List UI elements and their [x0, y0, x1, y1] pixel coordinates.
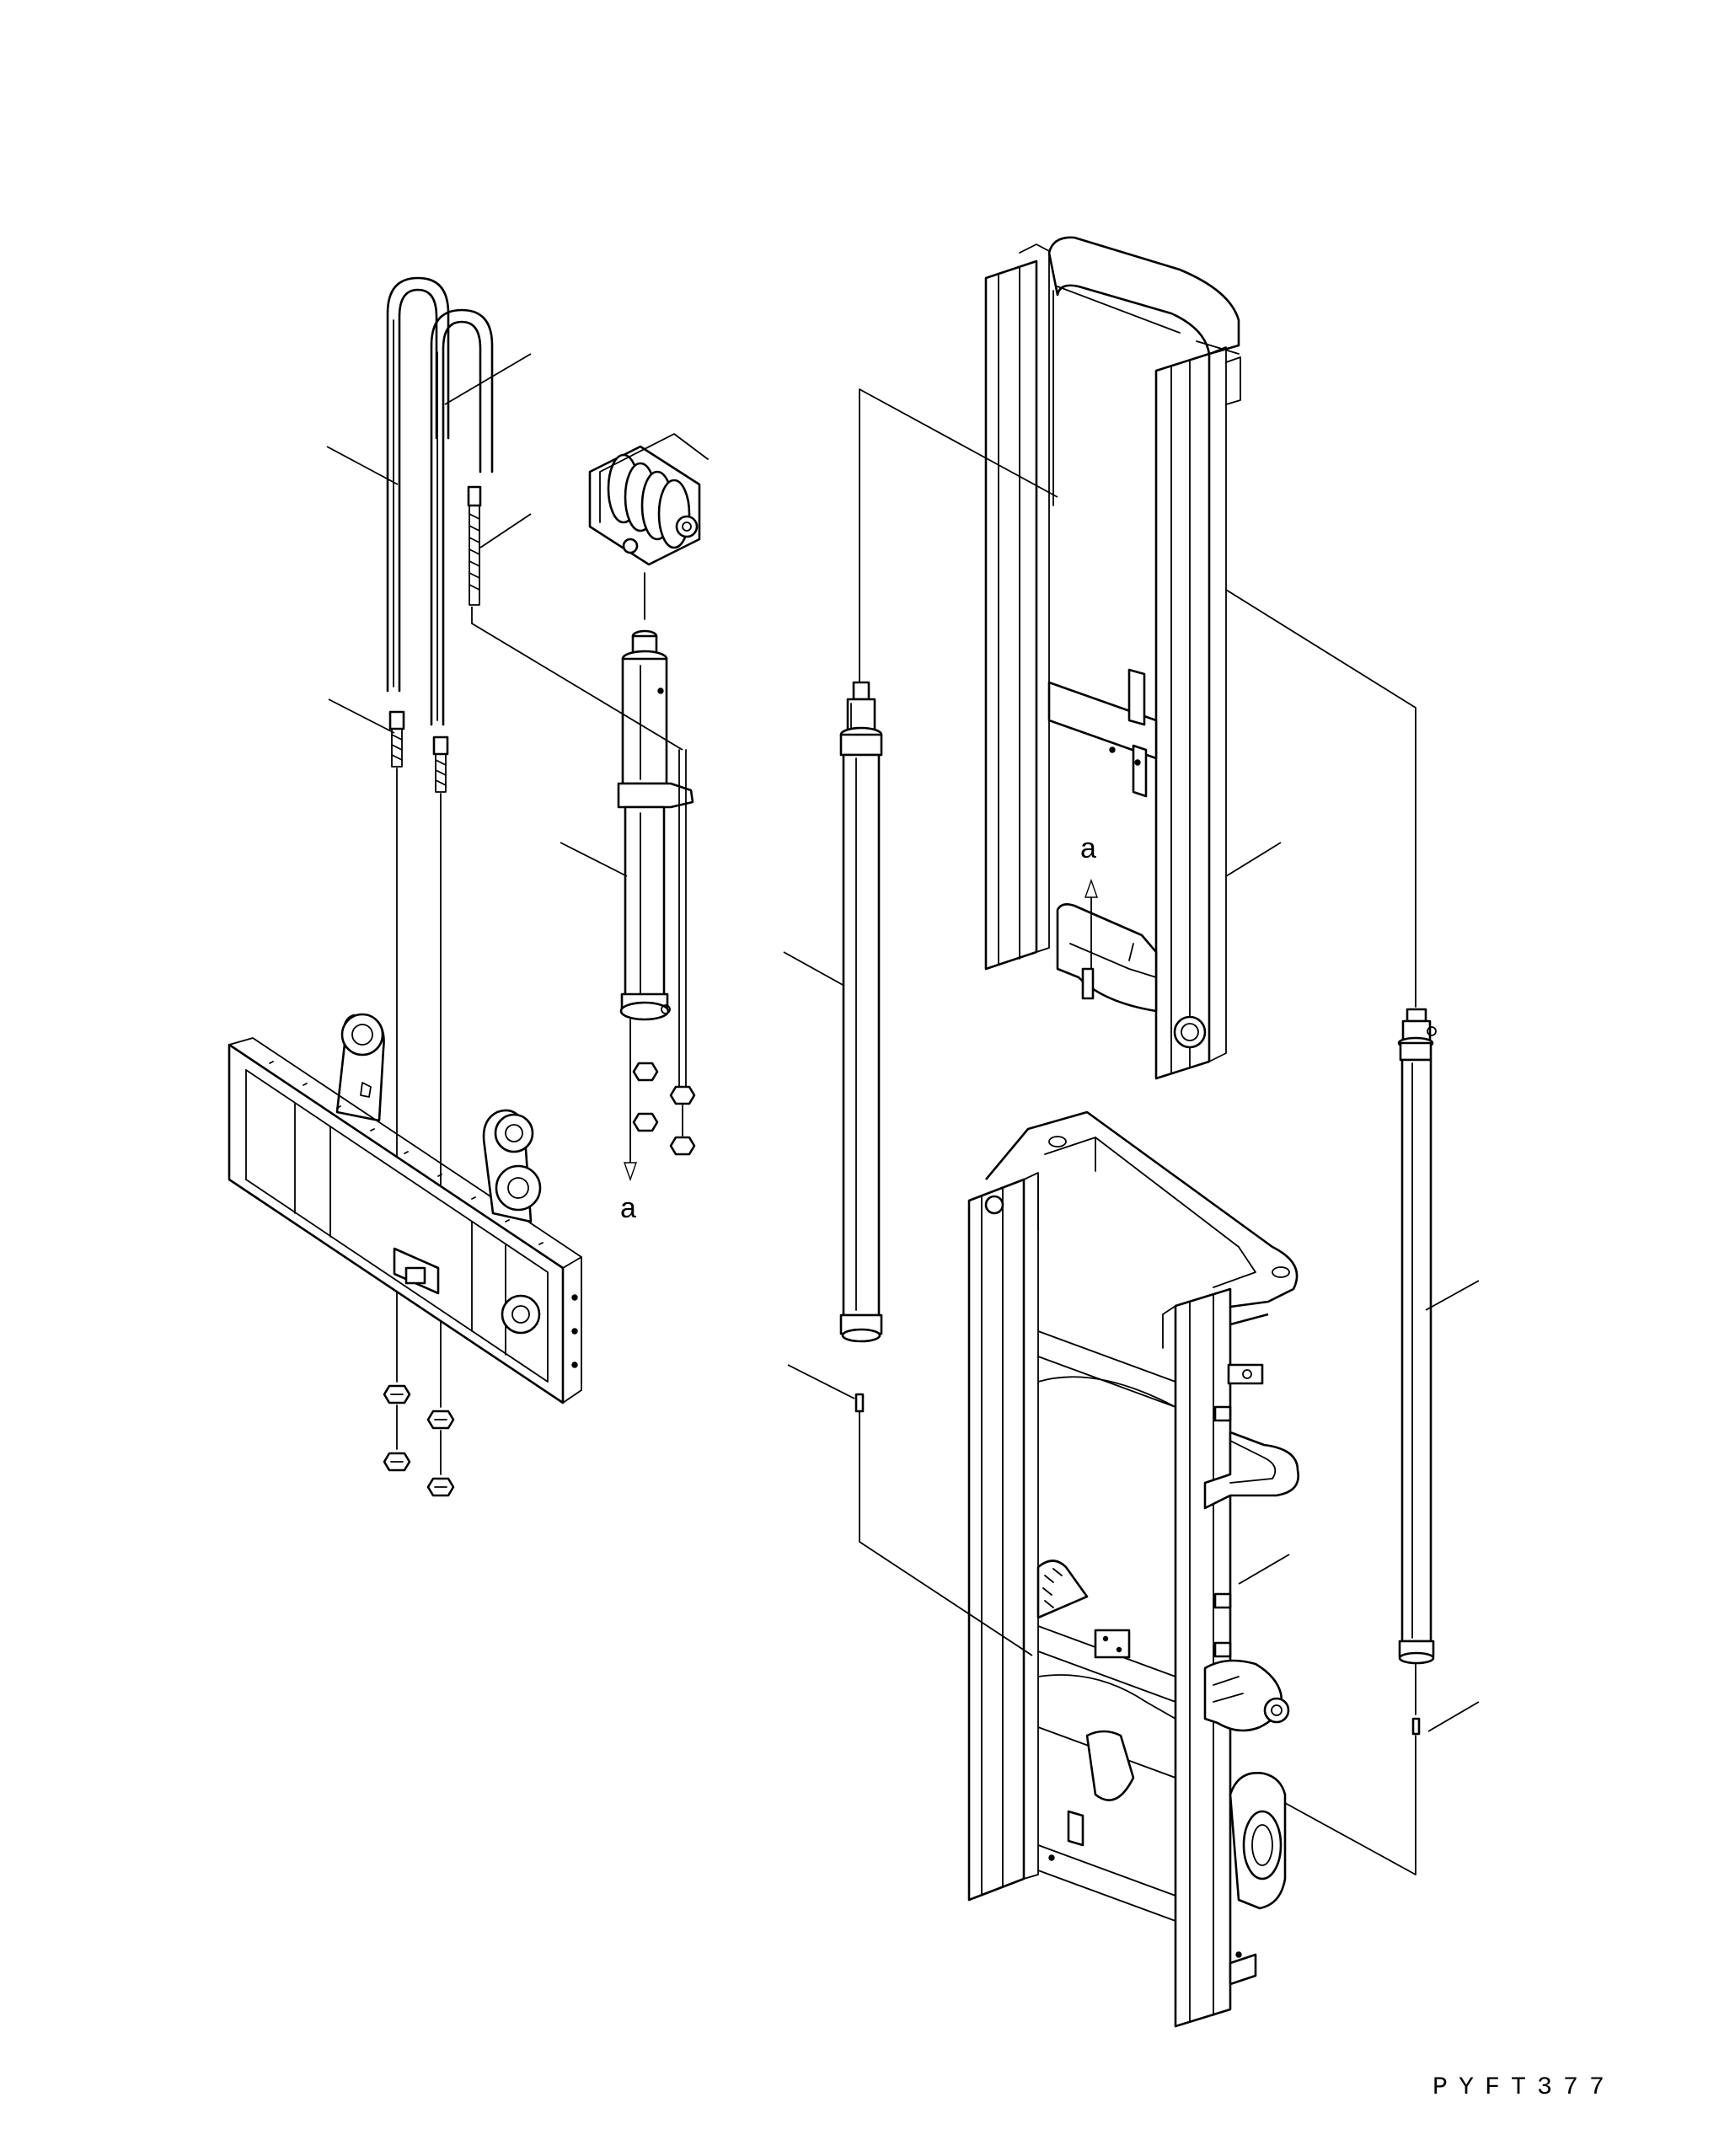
outer-lift-cylinder	[1397, 1008, 1437, 1665]
view-marker-a-upper: a	[1080, 832, 1096, 864]
carriage-assembly	[228, 1013, 582, 1404]
chain-sheave-assembly	[588, 433, 709, 566]
chain-nut-2	[426, 1410, 455, 1430]
free-lift-cylinder	[617, 629, 694, 1021]
inner-mast	[984, 236, 1241, 1080]
cylinder-pin-left	[854, 1393, 865, 1413]
lift-chain-right	[430, 308, 494, 726]
chain-anchor-bolt-upper	[467, 485, 482, 606]
cylinder-nut-4	[669, 1136, 696, 1156]
cylinder-pin-right	[1411, 1717, 1421, 1736]
chain-anchor-bolt-lower-right	[432, 736, 449, 793]
lift-chain-left	[386, 276, 450, 693]
drawing-code: PYFT377	[1432, 2073, 1615, 2102]
outer-mast	[967, 1110, 1299, 2028]
cylinder-nut-2	[669, 1085, 696, 1105]
chain-nut-1	[383, 1384, 411, 1404]
cylinder-nut-3	[632, 1112, 659, 1132]
inner-lift-cylinder	[839, 681, 883, 1343]
chain-anchor-bolt-lower-left	[388, 710, 405, 768]
cylinder-nut-1	[632, 1062, 659, 1082]
leader-lines	[326, 353, 1480, 1875]
chain-nut-4	[426, 1477, 455, 1497]
chain-nut-3	[383, 1452, 411, 1472]
view-marker-a-lower: a	[620, 1192, 636, 1224]
